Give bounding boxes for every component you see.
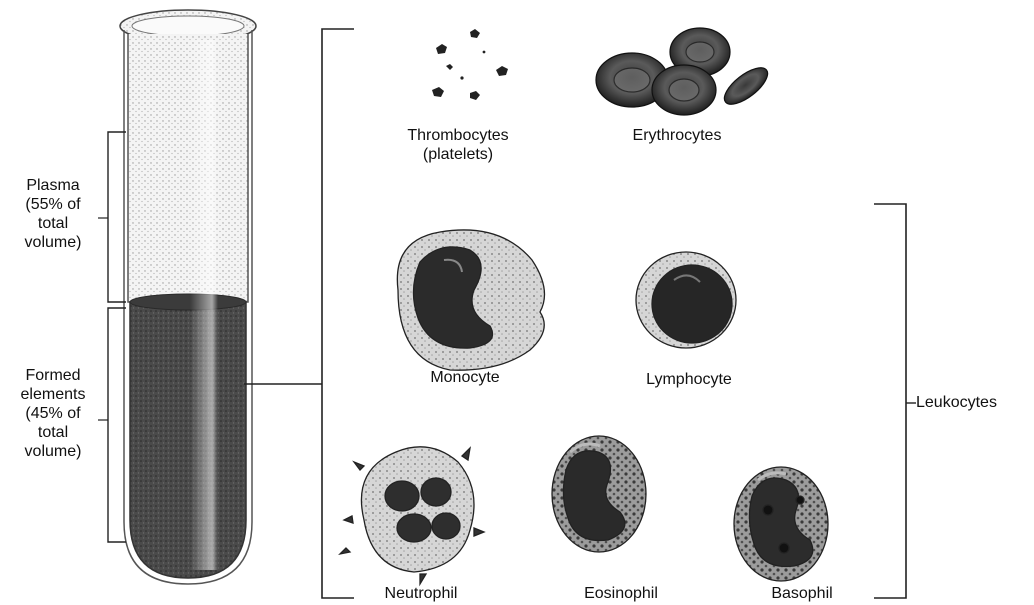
- erythrocytes-label: Erythrocytes: [612, 126, 742, 145]
- formed-elements-label: Formed elements (45% of total volume): [8, 366, 98, 461]
- monocyte-illustration: [397, 230, 544, 370]
- neutrophil-label: Neutrophil: [366, 584, 476, 603]
- eosinophil-label: Eosinophil: [566, 584, 676, 603]
- eosinophil-illustration: [552, 436, 646, 552]
- thrombocytes-illustration: [432, 29, 508, 100]
- leukocytes-label: Leukocytes: [916, 393, 1028, 412]
- thrombocytes-label: Thrombocytes (platelets): [392, 126, 524, 164]
- lymphocyte-label: Lymphocyte: [624, 370, 754, 389]
- lymphocyte-illustration: [636, 252, 736, 348]
- plasma-label: Plasma (55% of total volume): [10, 176, 96, 252]
- neutrophil-illustration: [340, 447, 484, 584]
- leukocytes-bracket: [874, 204, 906, 598]
- erythrocytes-illustration: [596, 28, 773, 115]
- basophil-illustration: [734, 467, 828, 581]
- test-tube: [120, 10, 256, 584]
- monocyte-label: Monocyte: [410, 368, 520, 387]
- basophil-label: Basophil: [752, 584, 852, 603]
- formed-elements-bracket: [322, 29, 354, 598]
